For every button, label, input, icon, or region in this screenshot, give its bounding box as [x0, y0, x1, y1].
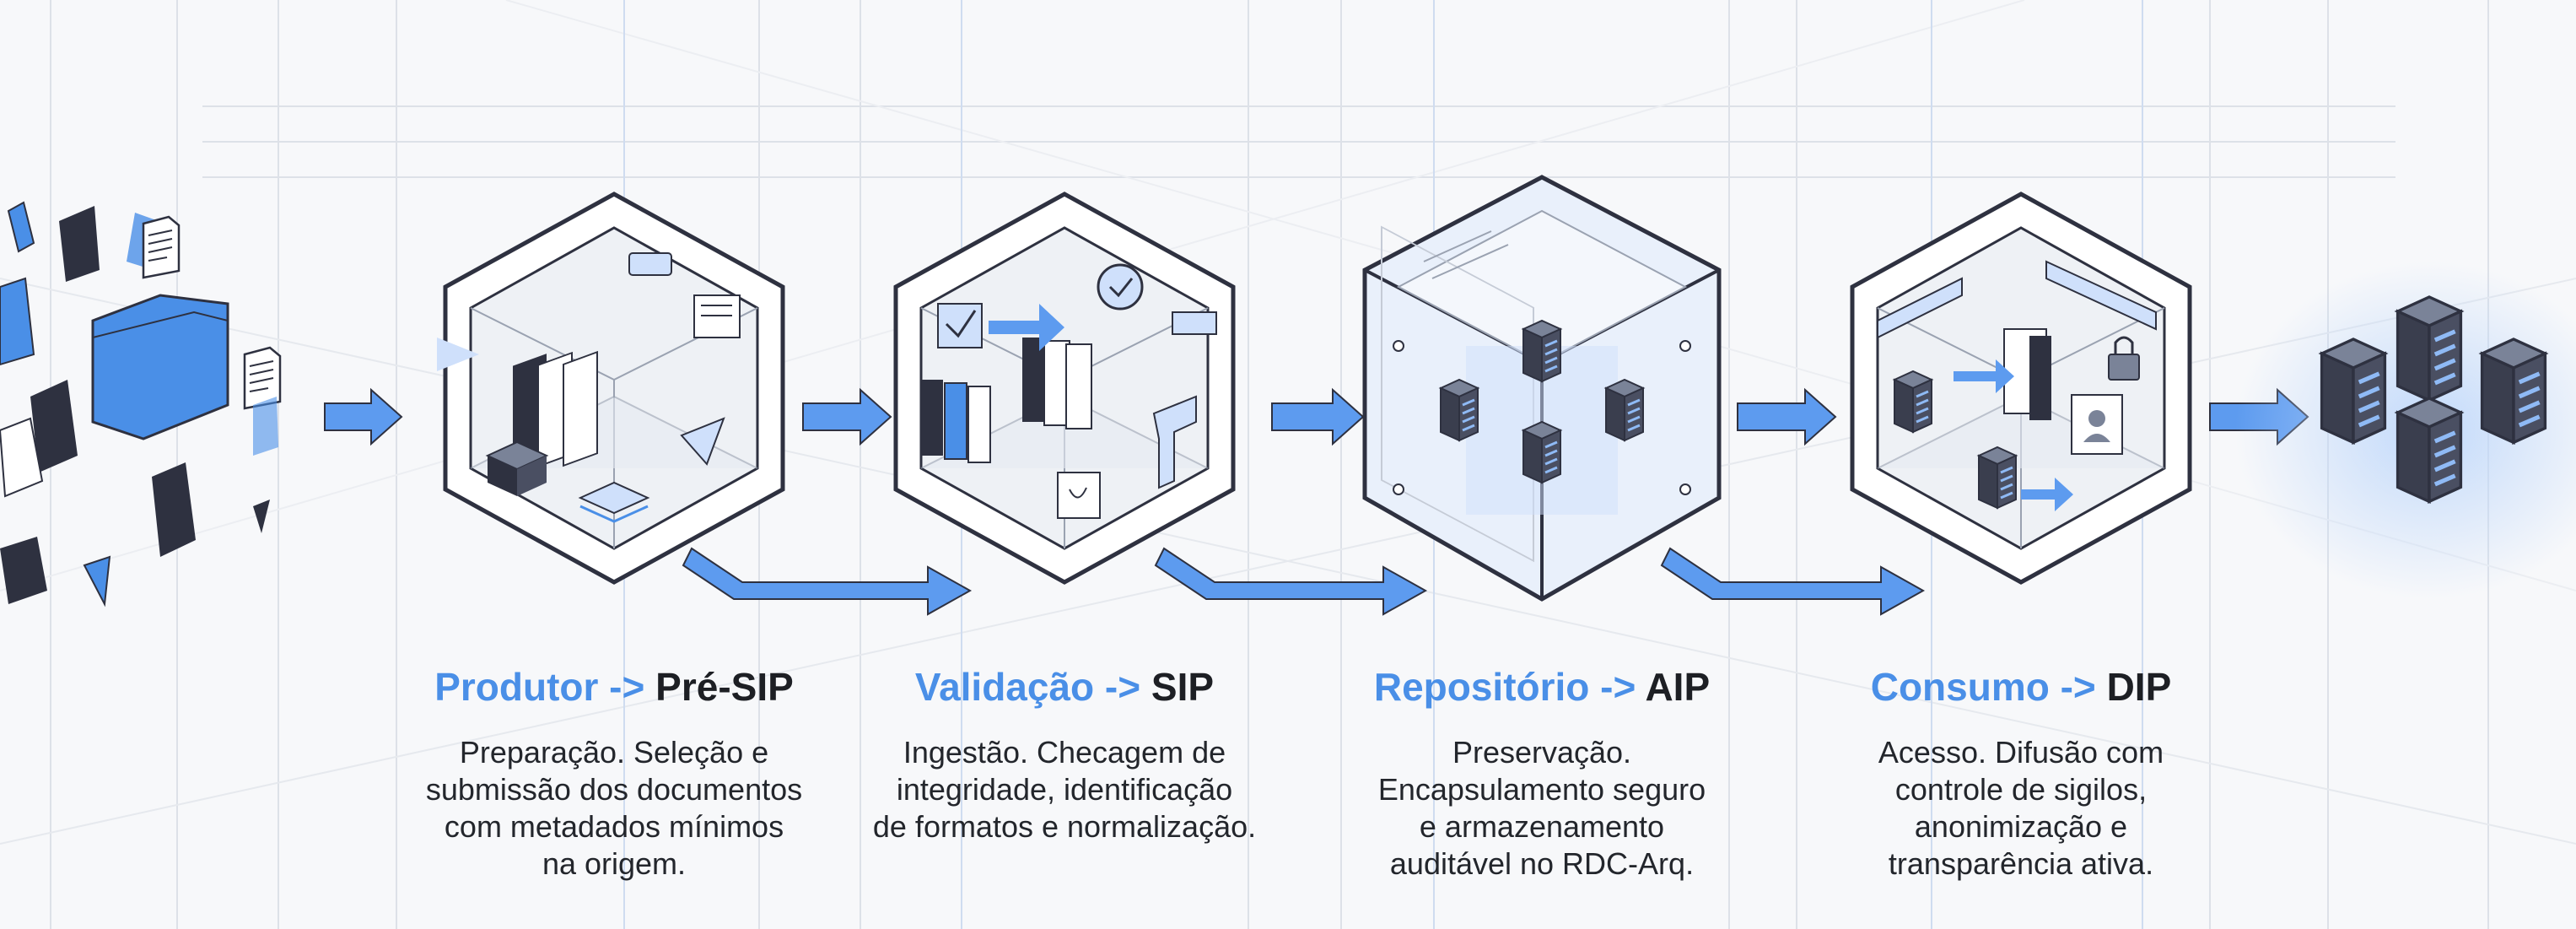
description-line: Ingestão. Checagem de [903, 735, 1226, 770]
description-line: Preparação. Seleção e [459, 735, 769, 770]
stage-title-validation: Validação -> SIP [828, 663, 1301, 710]
description-line: transparência ativa. [1888, 846, 2154, 881]
stage-description-producer: Preparação. Seleção e submissão dos docu… [378, 734, 850, 883]
description-line: e armazenamento [1419, 809, 1665, 844]
description-line: com metadados mínimos [444, 809, 784, 844]
description-line: auditável no RDC-Arq. [1389, 846, 1695, 881]
stage-title-consumption: Consumo -> DIP [1785, 663, 2257, 710]
description-line: integridade, identificação [896, 772, 1233, 807]
lower-flow-arrows [682, 547, 1926, 616]
server-cluster-icon [2235, 262, 2576, 599]
stage-source-label: Repositório -> [1373, 665, 1636, 709]
description-line: anonimização e [1914, 809, 2128, 844]
stage-package-label: AIP [1645, 665, 1711, 709]
description-line: Encapsulamento seguro [1377, 772, 1706, 807]
stage-description-repository: Preservação. Encapsulamento seguro e arm… [1306, 734, 1778, 883]
producer-room-icon [437, 194, 783, 582]
description-line: Acesso. Difusão com [1878, 735, 2164, 770]
description-line: na origem. [542, 846, 687, 881]
description-line: submissão dos documentos [425, 772, 803, 807]
stage-package-label: SIP [1151, 665, 1215, 709]
stage-source-label: Produtor -> [434, 665, 645, 709]
stage-source-label: Consumo -> [1870, 665, 2096, 709]
access-room-icon [1852, 194, 2190, 582]
description-line: controle de sigilos, [1894, 772, 2148, 807]
glass-repository-cube-icon [1362, 175, 1722, 602]
description-line: Preservação. [1452, 735, 1632, 770]
stage-description-validation: Ingestão. Checagem de integridade, ident… [828, 734, 1301, 845]
stage-package-label: DIP [2106, 665, 2172, 709]
stage-title-producer: Produtor -> Pré-SIP [378, 663, 850, 710]
stage-title-repository: Repositório -> AIP [1306, 663, 1778, 710]
stage-source-label: Validação -> [914, 665, 1141, 709]
scattered-documents-folder-icon [0, 201, 282, 608]
description-line: de formatos e normalização. [872, 809, 1257, 844]
stage-package-label: Pré-SIP [655, 665, 794, 709]
flow-arrows [324, 387, 2309, 446]
stage-description-consumption: Acesso. Difusão com controle de sigilos,… [1785, 734, 2257, 883]
validation-room-icon [896, 194, 1233, 582]
